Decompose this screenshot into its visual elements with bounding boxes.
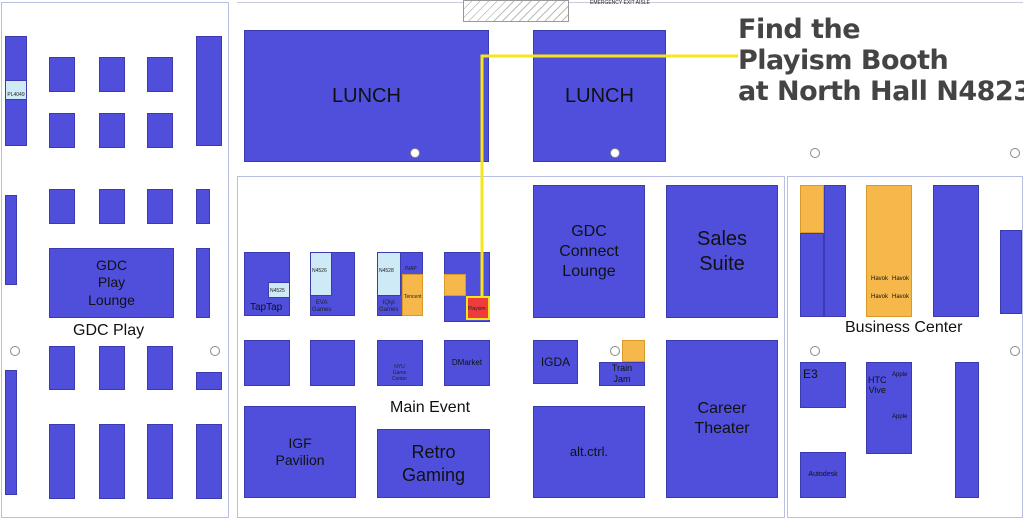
booth-n4526[interactable] xyxy=(310,252,332,296)
train-jam-booth[interactable]: Train Jam xyxy=(599,362,645,386)
booth-block[interactable] xyxy=(147,113,173,148)
pl4049-label: PL4049 xyxy=(7,92,25,98)
business-center-label: Business Center xyxy=(845,319,963,336)
booth-column[interactable] xyxy=(800,233,824,317)
igda-booth[interactable]: IGDA xyxy=(533,340,578,384)
alt-ctrl-area[interactable]: alt.ctrl. xyxy=(533,406,645,498)
n4525-label: N4525 xyxy=(270,288,285,294)
lunch-left[interactable]: LUNCH xyxy=(244,30,489,162)
booth-column[interactable] xyxy=(955,362,979,498)
emergency-exit-label: EMERGENCY EXIT AISLE xyxy=(590,0,650,6)
autodesk-booth[interactable]: Autodesk xyxy=(800,452,846,498)
booth[interactable] xyxy=(444,274,466,296)
booth-block[interactable] xyxy=(99,113,125,148)
pillar-marker xyxy=(1010,346,1020,356)
booth-pl4049[interactable] xyxy=(5,80,27,100)
booth-block[interactable] xyxy=(49,57,75,92)
booth-block[interactable] xyxy=(49,113,75,148)
apple-label: Apple xyxy=(892,372,908,378)
gdc-connect-lounge[interactable]: GDC Connect Lounge xyxy=(533,185,645,318)
nyu-label: NYU Game Center xyxy=(392,364,408,382)
e3-label: E3 xyxy=(803,367,818,381)
booth[interactable] xyxy=(196,189,210,224)
havok-label: Havok xyxy=(871,276,889,282)
booth-block[interactable] xyxy=(99,346,125,390)
sales-suite[interactable]: Sales Suite xyxy=(666,185,778,318)
promo-text: Find the Playism Booth at North Hall N48… xyxy=(738,14,1024,107)
promo-line-3: at North Hall N4823 xyxy=(738,76,1024,107)
booth[interactable] xyxy=(5,195,17,285)
booth-block[interactable] xyxy=(196,424,222,499)
emergency-exit-hatch xyxy=(463,0,569,22)
booth[interactable] xyxy=(196,248,210,318)
havok-label: Havok xyxy=(892,276,910,282)
booth-block[interactable] xyxy=(49,424,75,499)
booth-block[interactable] xyxy=(147,57,173,92)
pillar-marker xyxy=(1010,148,1020,158)
booth-column-vmware[interactable] xyxy=(933,185,979,317)
booth[interactable] xyxy=(196,372,222,390)
booth-nyu[interactable] xyxy=(377,340,423,386)
career-theater[interactable]: Career Theater xyxy=(666,340,778,498)
tencent-label: Tencent xyxy=(404,294,422,300)
main-event-label: Main Event xyxy=(390,399,471,416)
booth[interactable] xyxy=(622,340,645,362)
promo-line-2: Playism Booth xyxy=(738,45,949,76)
taptap-label: TapTap xyxy=(250,302,283,313)
gdc-play-lounge[interactable]: GDC Play Lounge xyxy=(49,248,174,318)
booth-block[interactable] xyxy=(147,189,173,224)
booth[interactable] xyxy=(1000,230,1022,314)
booth[interactable] xyxy=(244,340,290,386)
pillar-marker xyxy=(10,346,20,356)
retro-gaming[interactable]: Retro Gaming xyxy=(377,429,490,498)
booth-tencent[interactable] xyxy=(402,274,423,316)
booth-playism-n4823[interactable] xyxy=(466,296,490,320)
havok-label: Havok xyxy=(871,294,889,300)
booth-n4528[interactable] xyxy=(377,252,401,296)
booth-column[interactable] xyxy=(824,185,846,317)
pillar-marker xyxy=(210,346,220,356)
iqiyi-label: IQiyi Games xyxy=(379,300,399,314)
apple-label: Apple xyxy=(892,414,908,420)
lunch-right[interactable]: LUNCH xyxy=(533,30,666,162)
inap-label: INAP xyxy=(405,266,417,272)
booth-block[interactable] xyxy=(147,424,173,499)
booth-block[interactable] xyxy=(49,189,75,224)
igf-pavilion[interactable]: IGF Pavilion xyxy=(244,406,356,498)
pillar-marker xyxy=(810,346,820,356)
dmarket-booth[interactable]: DMarket xyxy=(444,340,490,386)
pillar-marker xyxy=(410,148,420,158)
booth-block[interactable] xyxy=(147,346,173,390)
havok-label: Havok xyxy=(892,294,910,300)
eva-label: EVA Games xyxy=(312,300,332,314)
booth-column-orange[interactable] xyxy=(800,185,824,233)
n4526-label: N4526 xyxy=(312,268,327,274)
htc-label: HTC Vive xyxy=(868,375,887,395)
booth-column-havok[interactable] xyxy=(866,185,912,317)
booth[interactable] xyxy=(196,36,222,146)
booth-block[interactable] xyxy=(99,424,125,499)
booth[interactable] xyxy=(5,370,17,495)
playism-label: Playism xyxy=(468,306,486,312)
booth-n4525[interactable] xyxy=(268,282,290,298)
top-aisle-wall xyxy=(237,2,1023,3)
booth[interactable] xyxy=(310,340,355,386)
booth-block-e3[interactable] xyxy=(800,362,846,408)
gdc-play-label: GDC Play xyxy=(73,322,145,339)
n4528-label: N4528 xyxy=(379,268,394,274)
pillar-marker xyxy=(610,346,620,356)
booth-block[interactable] xyxy=(99,57,125,92)
booth-block[interactable] xyxy=(49,346,75,390)
pillar-marker xyxy=(610,148,620,158)
booth-block[interactable] xyxy=(99,189,125,224)
booth-column-htc[interactable] xyxy=(866,362,912,454)
promo-line-1: Find the xyxy=(738,14,861,45)
pillar-marker xyxy=(810,148,820,158)
